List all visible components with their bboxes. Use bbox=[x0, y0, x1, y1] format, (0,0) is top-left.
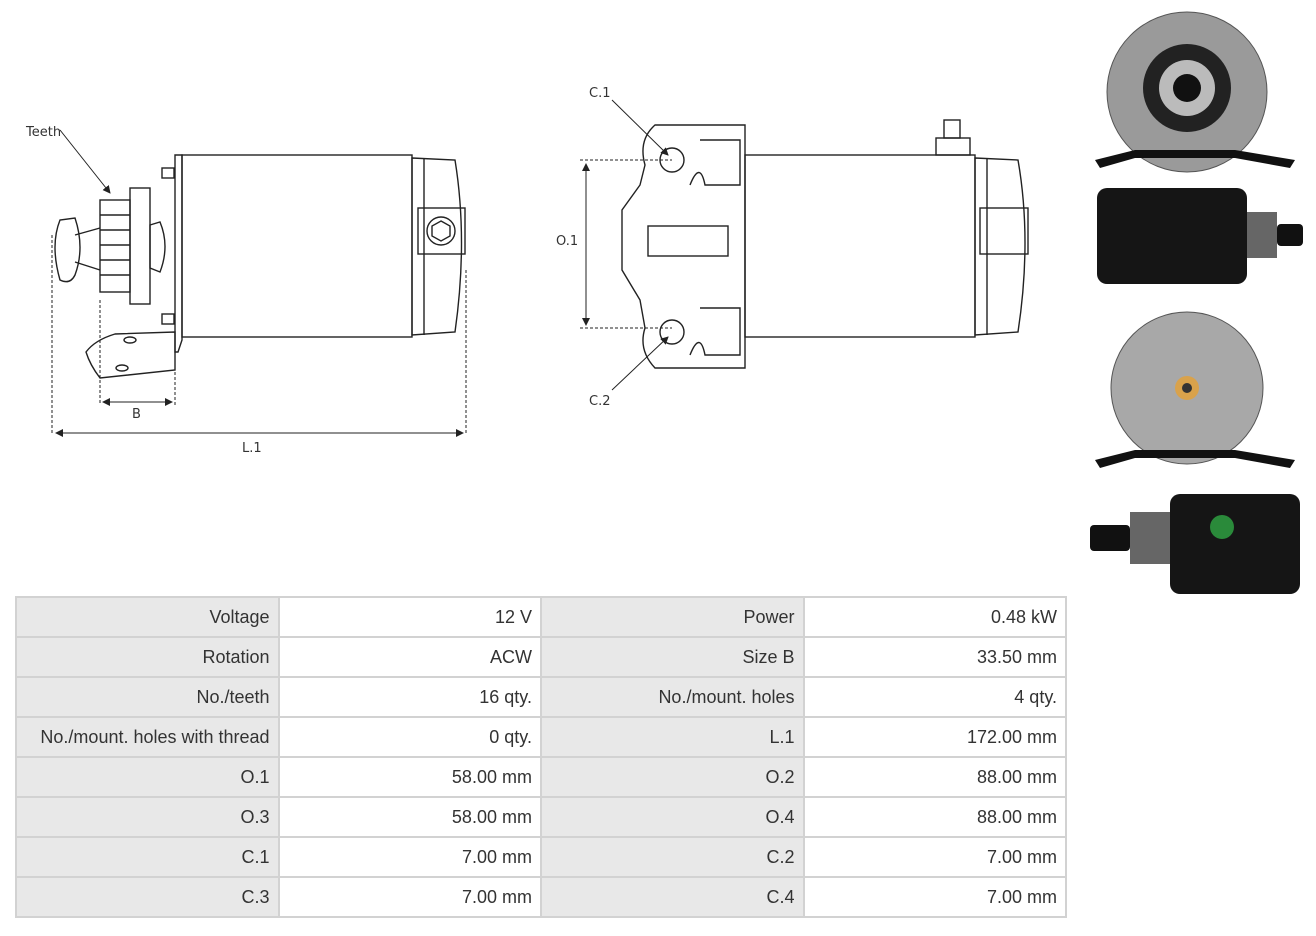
spec-label: O.4 bbox=[539, 796, 805, 838]
photo-side-view-reverse bbox=[1090, 494, 1300, 594]
spec-value: 7.00 mm bbox=[802, 836, 1068, 878]
label-l1: L.1 bbox=[242, 441, 262, 456]
spec-label: No./mount. holes with thread bbox=[15, 716, 280, 758]
spec-label: Rotation bbox=[15, 636, 280, 678]
spec-value: 0.48 kW bbox=[802, 596, 1068, 638]
spec-value: 33.50 mm bbox=[802, 636, 1068, 678]
spec-value: 16 qty. bbox=[277, 676, 542, 718]
label-teeth: Teeth bbox=[25, 125, 61, 140]
spec-value: 0 qty. bbox=[277, 716, 542, 758]
spec-value: 12 V bbox=[277, 596, 542, 638]
spec-label: L.1 bbox=[539, 716, 805, 758]
label-b: B bbox=[132, 407, 141, 422]
spec-label: O.1 bbox=[15, 756, 280, 798]
spec-value: 88.00 mm bbox=[802, 756, 1068, 798]
spec-label: C.3 bbox=[15, 876, 280, 918]
label-o1: O.1 bbox=[556, 234, 578, 249]
photo-side-view bbox=[1097, 188, 1303, 284]
photo-front-view bbox=[1095, 11, 1295, 173]
spec-value: 7.00 mm bbox=[277, 836, 542, 878]
photo-rear-view bbox=[1095, 311, 1295, 468]
spec-label: O.3 bbox=[15, 796, 280, 838]
front-view bbox=[621, 119, 1029, 369]
spec-value: 58.00 mm bbox=[277, 756, 542, 798]
label-c1: C.1 bbox=[589, 86, 610, 101]
spec-value: 7.00 mm bbox=[277, 876, 542, 918]
spec-value: 7.00 mm bbox=[802, 876, 1068, 918]
spec-label: C.2 bbox=[539, 836, 805, 878]
spec-label: Size B bbox=[539, 636, 805, 678]
spec-label: O.2 bbox=[539, 756, 805, 798]
spec-label: No./teeth bbox=[15, 676, 280, 718]
technical-drawing: Teeth B L.1 C.1 C.2 O.1 bbox=[25, 86, 1029, 456]
spec-label: No./mount. holes bbox=[539, 676, 805, 718]
spec-value: 58.00 mm bbox=[277, 796, 542, 838]
spec-value: 172.00 mm bbox=[802, 716, 1068, 758]
spec-value: 88.00 mm bbox=[802, 796, 1068, 838]
product-photos bbox=[1090, 11, 1303, 594]
label-c2: C.2 bbox=[589, 394, 610, 409]
spec-label: Voltage bbox=[15, 596, 280, 638]
spec-label: C.1 bbox=[15, 836, 280, 878]
spec-value: 4 qty. bbox=[802, 676, 1068, 718]
side-view bbox=[54, 154, 466, 379]
spec-label: C.4 bbox=[539, 876, 805, 918]
spec-label: Power bbox=[539, 596, 805, 638]
spec-value: ACW bbox=[277, 636, 542, 678]
